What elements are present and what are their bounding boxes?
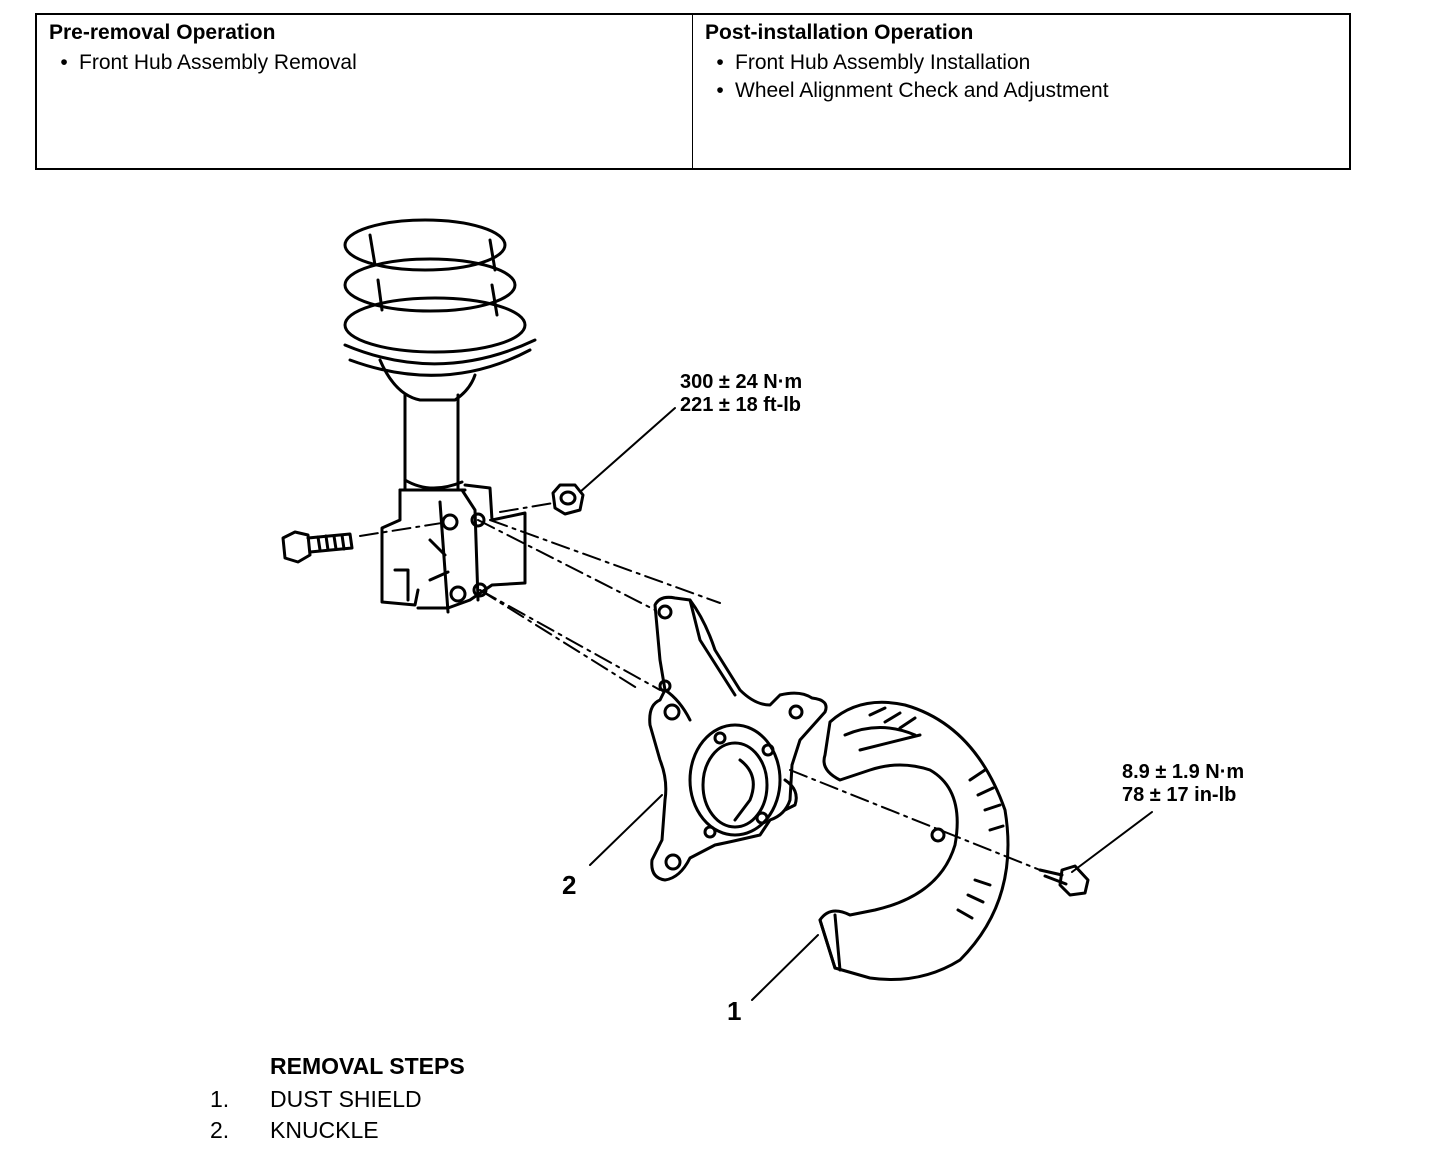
callout-knuckle: 2 bbox=[562, 870, 577, 900]
bullet-icon: • bbox=[716, 51, 724, 74]
list-item: 2. KNUCKLE bbox=[200, 1115, 465, 1146]
bullet-icon: • bbox=[716, 79, 724, 102]
dust-shield-bolt-torque: 8.9 ± 1.9 N·m 78 ± 17 in-lb bbox=[1122, 761, 1244, 807]
torque-metric: 300 ± 24 N·m bbox=[680, 371, 803, 393]
post-installation-list: • Front Hub Assembly Installation • Whee… bbox=[705, 49, 1337, 105]
callout-dust-shield: 1 bbox=[727, 996, 742, 1026]
removal-steps-title: REMOVAL STEPS bbox=[270, 1053, 465, 1079]
pre-removal-column: Pre-removal Operation • Front Hub Assemb… bbox=[37, 15, 693, 168]
step-label: DUST SHIELD bbox=[270, 1086, 422, 1112]
list-item: 1. DUST SHIELD bbox=[200, 1084, 465, 1115]
post-installation-item: Front Hub Assembly Installation bbox=[735, 51, 1031, 74]
list-item: • Front Hub Assembly Removal bbox=[49, 49, 680, 77]
strut-nut bbox=[551, 483, 585, 516]
pre-removal-item: Front Hub Assembly Removal bbox=[79, 51, 357, 74]
pre-removal-list: • Front Hub Assembly Removal bbox=[49, 49, 680, 77]
coil-spring bbox=[343, 218, 537, 377]
strut-bracket bbox=[380, 483, 527, 614]
strut-bolt bbox=[281, 530, 354, 564]
bullet-icon: • bbox=[60, 51, 68, 74]
torque-metric: 8.9 ± 1.9 N·m bbox=[1122, 761, 1245, 783]
list-item: • Wheel Alignment Check and Adjustment bbox=[705, 77, 1337, 105]
removal-steps: REMOVAL STEPS 1. DUST SHIELD 2. KNUCKLE bbox=[200, 1053, 465, 1146]
torque-imperial: 221 ± 18 ft-lb bbox=[680, 394, 802, 416]
post-installation-item: Wheel Alignment Check and Adjustment bbox=[735, 79, 1109, 102]
pre-removal-title: Pre-removal Operation bbox=[49, 21, 276, 44]
dust-shield bbox=[818, 700, 1010, 982]
step-number: 2. bbox=[210, 1117, 230, 1143]
knuckle bbox=[648, 595, 828, 882]
dust-shield-bolt bbox=[1038, 864, 1090, 897]
step-label: KNUCKLE bbox=[270, 1117, 379, 1143]
alignment-lines bbox=[359, 502, 1041, 871]
torque-imperial: 78 ± 17 in-lb bbox=[1122, 784, 1237, 806]
post-installation-column: Post-installation Operation • Front Hub … bbox=[693, 15, 1349, 168]
leader-lines bbox=[579, 407, 1153, 1001]
step-number: 1. bbox=[210, 1086, 230, 1112]
list-item: • Front Hub Assembly Installation bbox=[705, 49, 1337, 77]
post-installation-title: Post-installation Operation bbox=[705, 21, 974, 44]
strut-bolt-torque: 300 ± 24 N·m 221 ± 18 ft-lb bbox=[680, 371, 802, 417]
operations-table: Pre-removal Operation • Front Hub Assemb… bbox=[35, 13, 1351, 170]
strut-body bbox=[378, 358, 477, 492]
